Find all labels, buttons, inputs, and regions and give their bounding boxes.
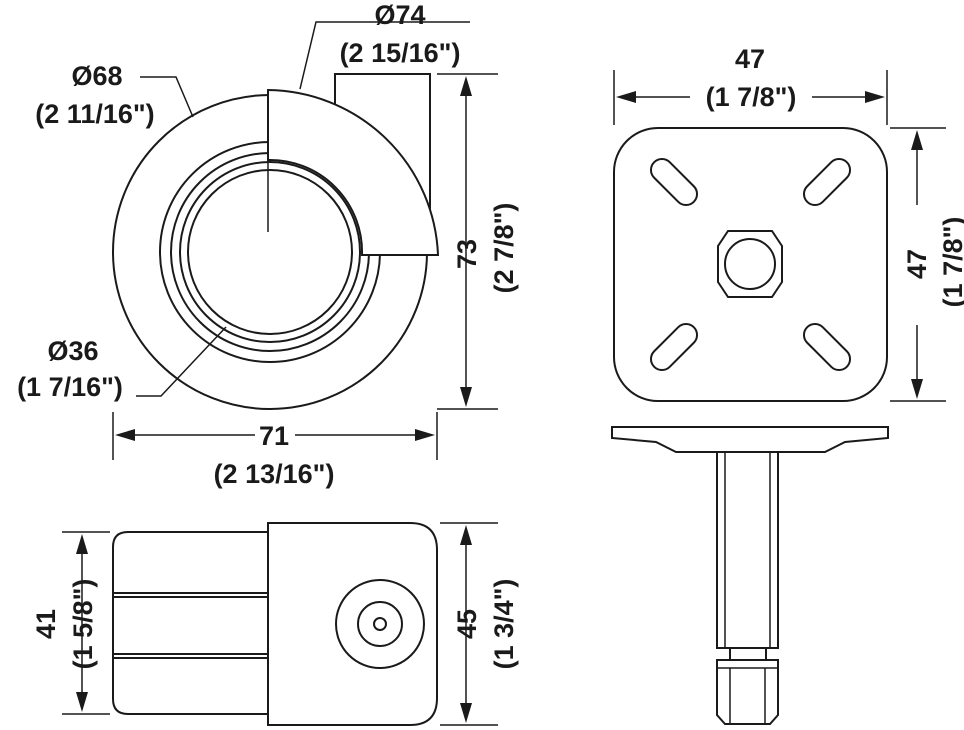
dim-wheel-diameter-mm: Ø68 (71, 61, 122, 91)
side-view (112, 73, 440, 410)
plate-side-view (611, 426, 889, 725)
arrow-housing-top (460, 525, 472, 545)
arrow-wheel-top (76, 534, 88, 554)
dim-outer-diameter-mm: Ø74 (374, 0, 425, 30)
dim-housing-width-mm: 45 (452, 609, 482, 639)
dim-hub-diameter-inch: (1 7/16") (17, 372, 123, 402)
arrow-width-right (415, 429, 435, 441)
hub-core-circle (187, 169, 353, 335)
dim-plate-width: 47 (1 7/8") (613, 44, 888, 125)
stem-neck (729, 647, 767, 661)
axle-boss-outer (335, 579, 425, 669)
arrow-housing-bottom (460, 703, 472, 723)
arrow-depth-bottom (911, 379, 923, 399)
stem-body (716, 451, 779, 649)
dim-total-height-inch: (2 7/8") (489, 203, 519, 294)
bottom-view (112, 522, 438, 726)
arrow-height-top (460, 76, 472, 96)
dim-outer-diameter-inch: (2 15/16") (340, 38, 461, 68)
plate-stem-circle (724, 238, 776, 290)
dim-plate-depth-inch: (1 7/8") (938, 217, 964, 308)
dim-wheel-diameter-inch: (2 11/16") (35, 99, 154, 129)
dim-plate-width-inch: (1 7/8") (706, 82, 797, 112)
leader-hub-diameter (136, 326, 227, 397)
dim-housing-width-inch: (1 3/4") (489, 579, 519, 670)
leader-wheel-diameter (140, 76, 194, 118)
plate-stem-hex (717, 230, 783, 298)
wheel-tread-block (112, 531, 271, 715)
arrow-depth-top (911, 130, 923, 150)
dim-wheel-width: 41 (1 5/8") (31, 531, 110, 715)
dim-side-width-inch: (2 13/16") (214, 459, 335, 489)
dim-outer-diameter: Ø74 (2 15/16") (299, 0, 470, 90)
arrow-wheel-bottom (76, 692, 88, 712)
side-view-housing (267, 88, 440, 256)
leader-outer-diameter (299, 21, 470, 90)
dim-total-height: 73 (2 7/8") (437, 73, 519, 410)
axle-boss-inner (357, 601, 403, 647)
mounting-slot-top-right (802, 157, 852, 207)
dim-total-height-mm: 73 (452, 239, 482, 269)
arrow-plate-left (616, 91, 636, 103)
dim-wheel-width-mm: 41 (31, 609, 61, 639)
dim-plate-depth: 47 (1 7/8") (890, 127, 964, 402)
dim-hub-diameter: Ø36 (1 7/16") (17, 326, 227, 402)
arrow-width-left (115, 429, 135, 441)
plate-top-view (613, 127, 888, 402)
stem-grip-ring (716, 659, 779, 725)
arrow-plate-right (865, 91, 885, 103)
dim-width-label-bg (255, 420, 295, 450)
dim-plate-width-mm: 47 (735, 44, 765, 74)
arrow-height-bottom (460, 387, 472, 407)
bottom-view-housing (267, 522, 438, 726)
dim-hub-diameter-mm: Ø36 (47, 336, 98, 366)
dim-wheel-width-inch: (1 5/8") (68, 579, 98, 670)
mounting-slot-top-left (649, 157, 699, 207)
dim-plate-depth-mm: 47 (902, 249, 932, 279)
mounting-slot-bottom-right (802, 322, 852, 372)
mounting-plate (613, 127, 888, 402)
hub-ring-inner (179, 161, 361, 343)
dim-side-width-mm: 71 (259, 421, 289, 451)
axle-hole (373, 617, 387, 631)
dim-wheel-diameter: Ø68 (2 11/16") (35, 61, 194, 129)
dim-housing-width: 45 (1 3/4") (440, 522, 519, 726)
plate-side-profile (611, 426, 889, 453)
mounting-slot-bottom-left (649, 322, 699, 372)
dim-side-width: 71 (2 13/16") (112, 412, 438, 489)
